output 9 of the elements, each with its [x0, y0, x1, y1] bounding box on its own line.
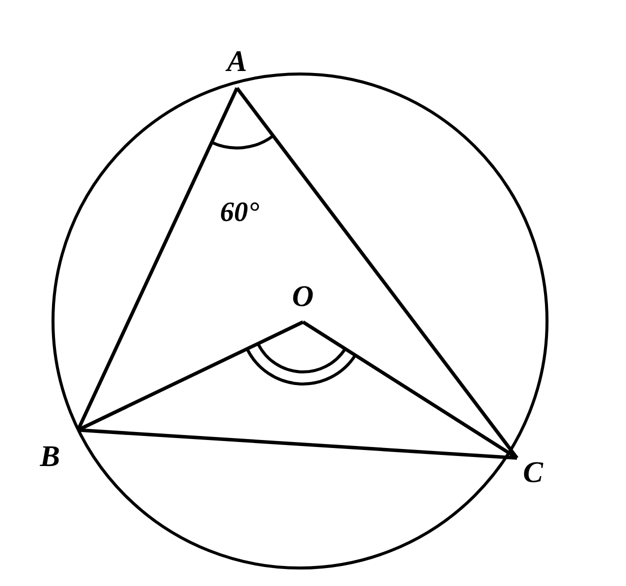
point-label: O [292, 282, 314, 312]
point-label: A [227, 47, 248, 77]
line-segment [78, 428, 518, 460]
line-segment [302, 320, 518, 460]
line-segment [236, 86, 518, 460]
point-label: B [40, 442, 60, 472]
point-label: C [523, 458, 544, 488]
angle-label: 60° [220, 198, 260, 228]
line-segment [76, 87, 239, 431]
